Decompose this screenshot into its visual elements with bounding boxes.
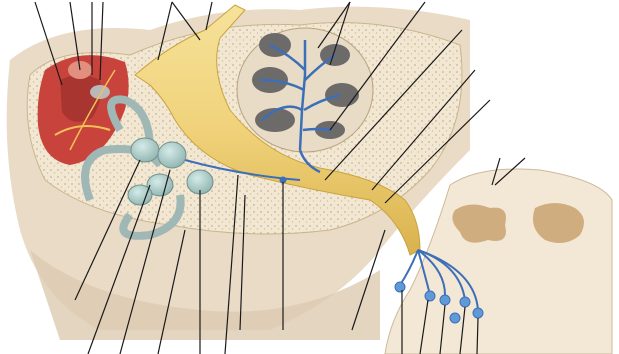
cochlea xyxy=(237,28,373,152)
